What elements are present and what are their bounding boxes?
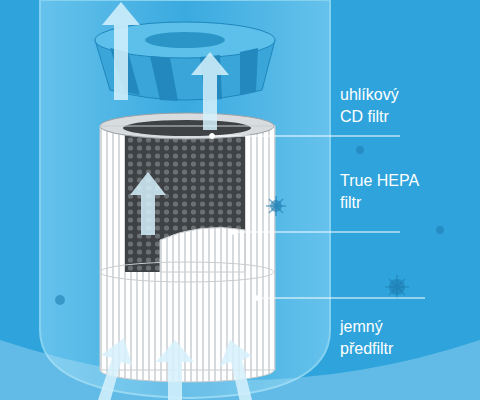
airflow-arrows bbox=[98, 2, 252, 400]
virus-spikes bbox=[266, 196, 409, 299]
part-label: jemný předfiltr bbox=[340, 316, 424, 360]
carbon-filter bbox=[125, 132, 245, 272]
part-label: True HEPA filtr bbox=[340, 170, 424, 214]
hepa-layer bbox=[160, 228, 245, 272]
part-label: uhlíkový CD filtr bbox=[340, 84, 424, 128]
leader-lines bbox=[210, 134, 426, 301]
filter-cartridge bbox=[100, 113, 275, 382]
virus-particles bbox=[55, 146, 444, 305]
housing bbox=[40, 0, 330, 398]
